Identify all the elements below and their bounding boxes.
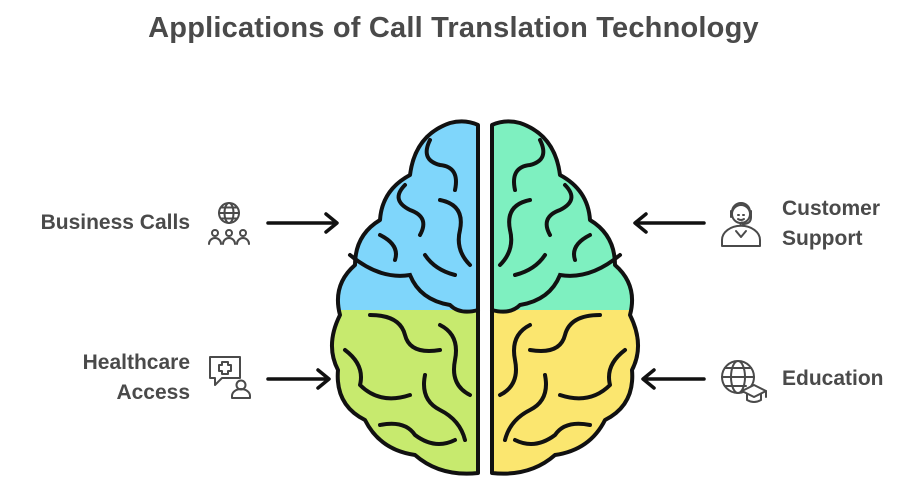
brain-left-hemisphere	[330, 119, 480, 476]
globe-graduation-icon	[721, 360, 767, 403]
label-customer-line1: Customer	[782, 197, 881, 220]
medical-chat-icon	[209, 356, 251, 399]
brain-diagram	[330, 119, 640, 476]
label-customer-line2: Support	[782, 227, 863, 250]
label-education: Education	[782, 367, 884, 390]
support-agent-icon	[721, 202, 761, 247]
page-title: Applications of Call Translation Technol…	[148, 12, 759, 44]
arrow-business-calls	[266, 212, 339, 234]
label-business-calls: Business Calls	[40, 211, 190, 234]
label-healthcare-line1: Healthcare	[82, 351, 190, 374]
arrow-healthcare-access	[266, 368, 331, 390]
arrow-customer-support	[633, 212, 706, 234]
brain-right-upper-lobe	[492, 121, 633, 310]
label-healthcare-access: Healthcare Access	[14, 348, 190, 408]
globe-people-icon	[208, 202, 250, 245]
brain-right-hemisphere	[490, 119, 640, 476]
label-healthcare-line2: Access	[116, 381, 190, 404]
arrow-education	[641, 368, 706, 390]
label-customer-support: Customer Support	[782, 194, 907, 254]
brain-left-upper-lobe	[337, 121, 478, 310]
